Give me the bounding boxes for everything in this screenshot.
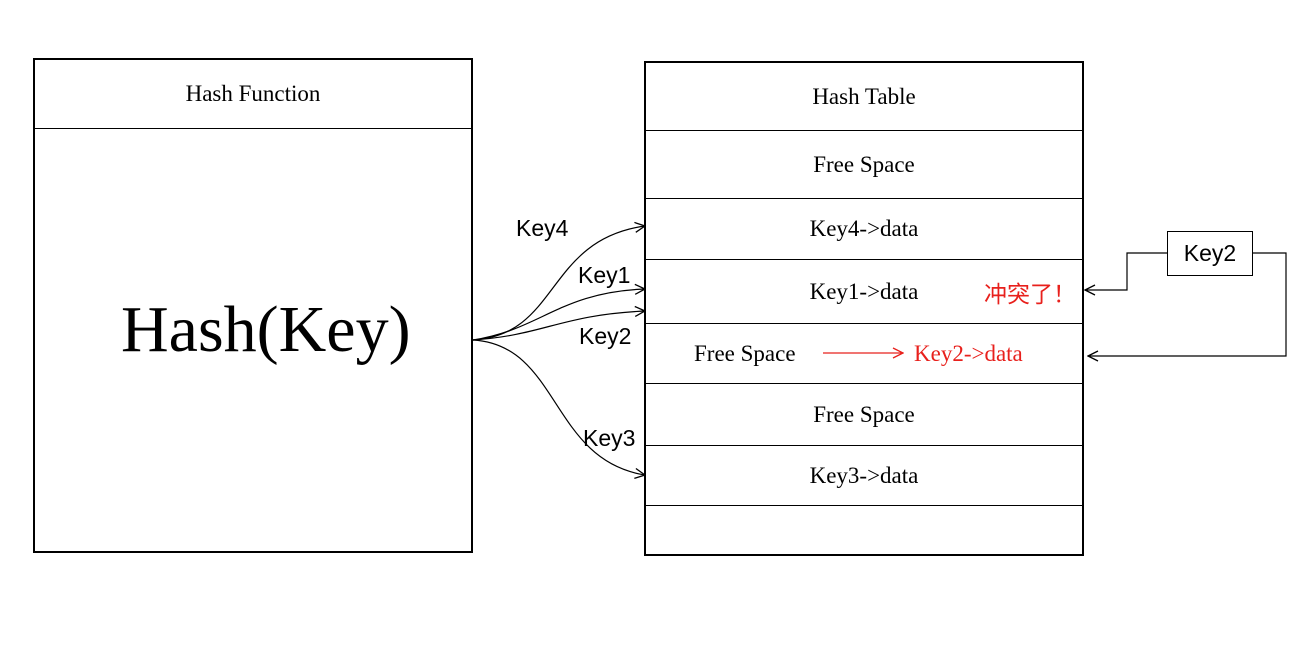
hash-table-title: Hash Table [646,63,1082,131]
hash-table-box: Hash Table Free Space Key4->data Key1->d… [644,61,1084,556]
arrow-key1 [472,289,645,341]
label-key3: Key3 [583,425,636,451]
label-key1: Key1 [578,262,631,288]
row-text: Key1->data [809,278,919,304]
conflict-note: 冲突了！ [984,281,1076,307]
label-key4: Key4 [516,215,569,241]
row-text: Free Space [813,151,915,177]
table-row-free-space-1: Free Space [646,131,1082,199]
hash-function-title-text: Hash Function [185,81,321,106]
row-text: Key3->data [809,462,919,488]
table-row-key3-data: Key3->data [646,446,1082,506]
hash-expression: Hash(Key) [121,293,411,366]
table-row-free-space-2: Free Space [646,384,1082,446]
external-key2-label: Key2 [1183,240,1237,266]
row-text-key2-data: Key2->data [914,340,1023,366]
arrow-external-key2-to-free [1088,252,1287,356]
hash-table-title-text: Hash Table [812,83,916,109]
arrow-key2 [472,311,645,341]
row-text-left: Free Space [694,340,796,366]
external-key2-box: Key2 [1167,231,1253,276]
row-text: Key4->data [809,216,919,241]
row-text: Free Space [813,401,915,427]
table-row-key4-data: Key4->data [646,199,1082,260]
hash-function-title: Hash Function [35,60,471,129]
label-key2: Key2 [579,323,632,349]
table-row-free-space-key2: Free Space Key2->data [646,324,1082,384]
arrow-key3 [472,339,645,475]
arrow-external-key2-to-key1 [1085,252,1167,290]
table-row-key1-data: Key1->data 冲突了！ [646,260,1082,324]
hash-function-box: Hash Function Hash(Key) [33,58,473,553]
